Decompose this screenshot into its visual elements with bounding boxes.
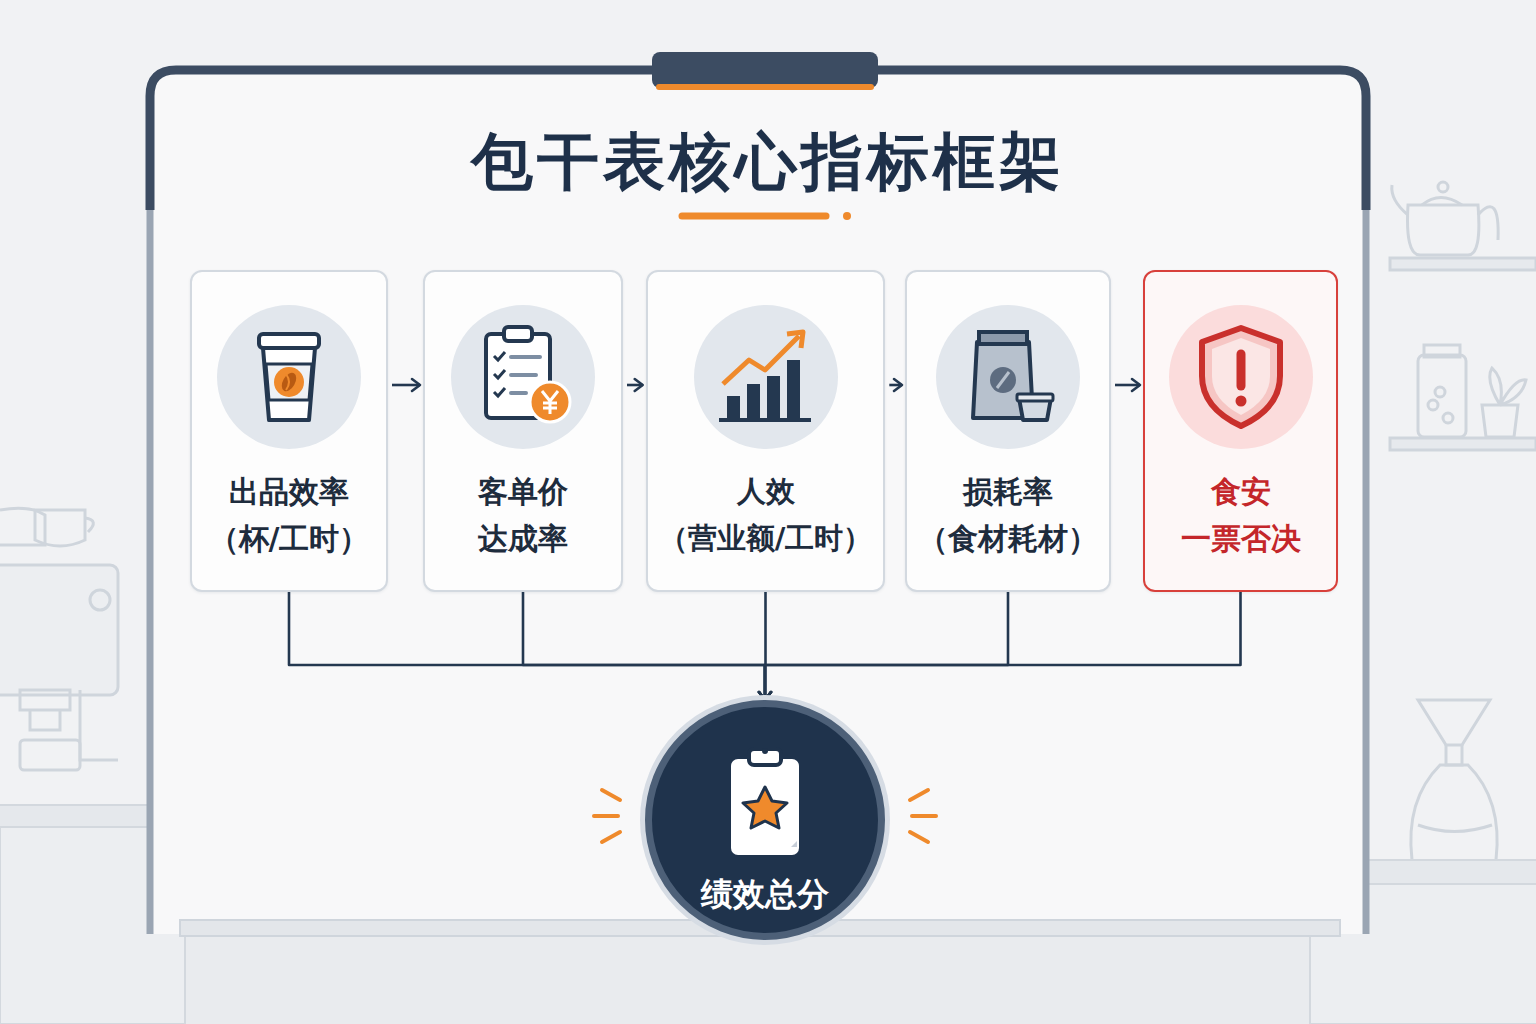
metric-name: 客单价 达成率 xyxy=(478,468,568,562)
metric-unit: （营业额/工时） xyxy=(659,515,873,562)
icon-graphic xyxy=(451,305,595,449)
text-group: 人效（营业额/工时） xyxy=(648,468,884,562)
icon xyxy=(705,743,825,863)
metric-card: 人效（营业额/工时） xyxy=(646,270,886,592)
connector-arrow xyxy=(523,592,765,700)
icon xyxy=(214,302,364,452)
metric-card: 出品效率（杯/工时） xyxy=(190,270,388,592)
metric-unit: （杯/工时） xyxy=(209,515,370,562)
icon-graphic xyxy=(1169,305,1313,449)
connector-arrow xyxy=(627,384,643,387)
icon-graphic xyxy=(936,305,1080,449)
connector-arrow xyxy=(765,592,1241,700)
veto-card: 食安 一票否决 xyxy=(1143,270,1338,592)
metric-name: 绩效总分 xyxy=(701,871,829,918)
metric-name: 损耗率 xyxy=(963,468,1053,515)
text-group: 损耗率（食材耗材） xyxy=(907,468,1109,562)
text-group: 绩效总分 xyxy=(652,871,878,918)
metric-name: 食安 一票否决 xyxy=(1181,468,1301,562)
connector-arrow xyxy=(392,384,420,387)
icon xyxy=(1166,302,1316,452)
metric-card: 损耗率（食材耗材） xyxy=(905,270,1111,592)
icon xyxy=(691,302,841,452)
metric-unit: （食材耗材） xyxy=(918,515,1098,562)
metric-card: 客单价 达成率 xyxy=(423,270,623,592)
text-group: 客单价 达成率 xyxy=(425,468,621,562)
connector-arrow xyxy=(289,592,765,700)
icon xyxy=(933,302,1083,452)
metric-name: 出品效率 xyxy=(229,468,349,515)
icon-graphic xyxy=(694,305,838,449)
connector-arrow xyxy=(765,592,1008,700)
diagram-title: 包干表核心指标框架 xyxy=(0,122,1536,202)
text-group: 食安 一票否决 xyxy=(1145,468,1336,562)
metric-name: 人效 xyxy=(737,468,795,515)
icon xyxy=(448,302,598,452)
text-group: 出品效率（杯/工时） xyxy=(192,468,386,562)
icon-graphic xyxy=(217,305,361,449)
icon-graphic xyxy=(731,748,799,855)
total-score-circle: 绩效总分 xyxy=(645,700,885,940)
connector-arrow xyxy=(1115,384,1140,387)
connector-arrow xyxy=(889,384,902,387)
